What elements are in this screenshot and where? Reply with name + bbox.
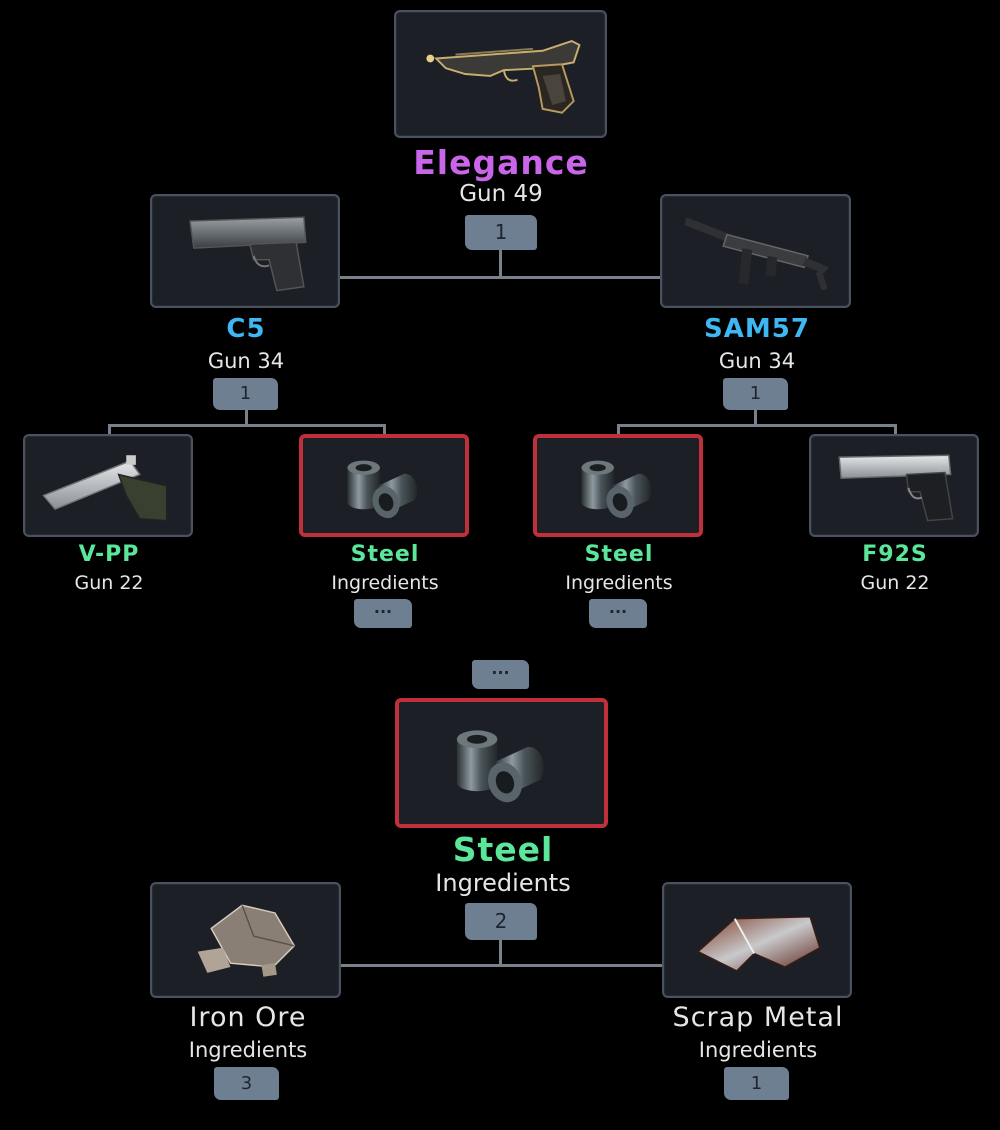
item-category: Ingredients [188,1038,308,1062]
silver-pistol-icon [42,455,168,522]
connector-line [340,276,662,279]
item-category: Gun 34 [718,349,796,373]
item-name: C5 [226,314,266,344]
connector-line [245,410,248,426]
quantity-badge: 1 [723,378,788,410]
item-name: SAM57 [704,314,810,344]
expand-more-button[interactable]: ··· [472,660,529,689]
quantity-badge: 1 [465,215,537,250]
quantity-badge: 1 [724,1067,789,1100]
revolver-gold-icon [426,40,581,114]
item-category: Ingredients [435,869,571,897]
connector-line [108,424,385,427]
connector-line [894,424,897,438]
item-card-sam57[interactable] [660,194,851,308]
connector-line [499,940,502,966]
smg-icon [684,217,830,291]
connector-line [383,424,386,438]
connector-line [108,424,111,438]
item-card-iron-ore[interactable] [150,882,341,998]
iron-ore-icon [197,904,296,977]
item-category: Gun 49 [459,181,543,207]
steel-icon [456,730,544,808]
item-name: Elegance [413,143,589,182]
item-category: Ingredients [698,1038,818,1062]
item-category: Ingredients [331,572,439,594]
item-card-steel[interactable] [533,434,703,537]
item-name: Iron Ore [189,1002,307,1033]
item-name: V-PP [78,542,140,567]
pistol-icon [189,216,307,292]
item-card-steel[interactable] [299,434,469,537]
item-category: Gun 34 [207,349,285,373]
quantity-badge: 1 [213,378,278,410]
item-category: Ingredients [565,572,673,594]
steel-icon [581,460,652,522]
item-name: Steel [584,542,654,567]
item-card-scrap-metal[interactable] [662,882,852,998]
item-card-steel-focus[interactable] [395,698,608,828]
item-name: Steel [452,830,554,869]
connector-line [499,250,502,278]
item-card-vpp[interactable] [23,434,193,537]
connector-line [617,424,896,427]
scrap-metal-icon [696,916,821,972]
expand-more-button[interactable]: ··· [354,599,412,628]
item-name: F92S [862,542,928,567]
item-name: Steel [350,542,420,567]
quantity-badge: 2 [465,903,537,940]
item-category: Gun 22 [860,572,930,594]
connector-line [340,964,662,967]
steel-icon [347,460,418,522]
item-name: Scrap Metal [672,1002,844,1033]
beretta-pistol-icon [838,454,954,522]
item-category: Gun 22 [74,572,144,594]
connector-line [754,410,757,426]
quantity-badge: 3 [214,1067,279,1100]
expand-more-button[interactable]: ··· [589,599,647,628]
item-card-c5[interactable] [150,194,340,308]
connector-line [617,424,620,438]
item-card-f92s[interactable] [809,434,979,537]
item-card-elegance[interactable] [394,10,607,138]
